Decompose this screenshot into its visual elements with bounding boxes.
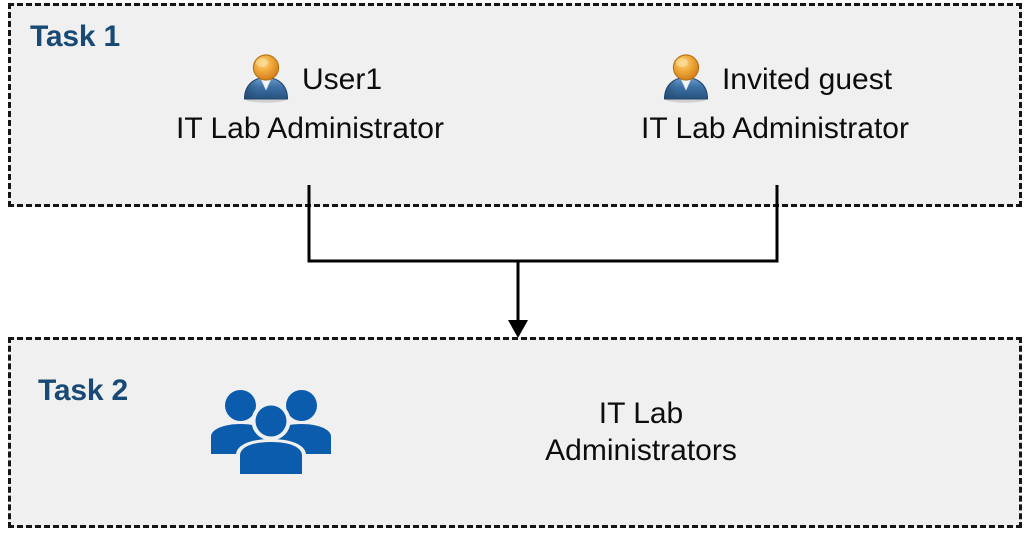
- group-entry: IT Lab Administrators: [196, 385, 956, 480]
- person-invited-guest-name: Invited guest: [721, 63, 893, 97]
- task-2-label: Task 2: [38, 374, 128, 407]
- person-user1-name: User1: [301, 63, 383, 97]
- connector-arrow-head: [508, 320, 528, 338]
- people-group-icon: [210, 385, 332, 480]
- user-avatar-icon: [238, 52, 294, 109]
- task-1-container: [8, 3, 1022, 207]
- person-entry-user1: User1 IT Lab Administrator: [118, 52, 502, 148]
- user-avatar-icon: [658, 52, 714, 109]
- group-icon-wrapper: [196, 385, 346, 480]
- task-2-container: [8, 337, 1022, 528]
- person-user1-role: IT Lab Administrator: [176, 112, 444, 145]
- group-name-label: IT Lab Administrators: [545, 396, 737, 467]
- person-user1-header: User1: [118, 52, 502, 109]
- task-1-label: Task 1: [30, 20, 120, 53]
- person-invited-guest-header: Invited guest: [580, 52, 970, 109]
- person-invited-guest-role: IT Lab Administrator: [641, 112, 909, 145]
- person-entry-invited-guest: Invited guest IT Lab Administrator: [580, 52, 970, 148]
